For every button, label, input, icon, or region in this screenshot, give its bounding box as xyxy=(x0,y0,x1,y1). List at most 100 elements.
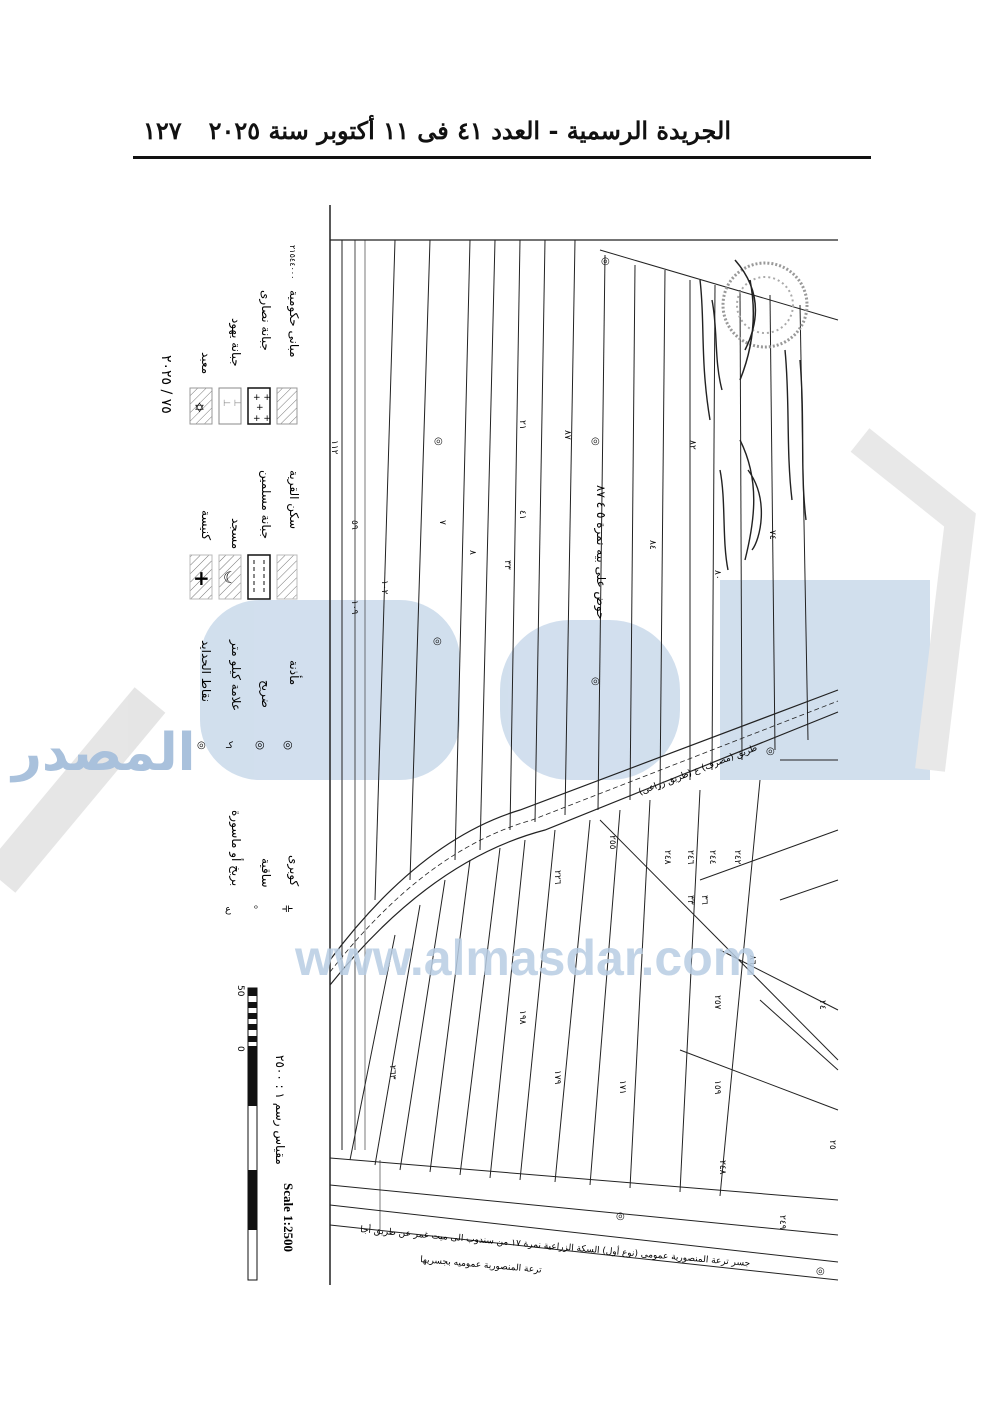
parcel-boundary xyxy=(719,779,761,1197)
legend-temple: معبد xyxy=(199,352,213,374)
parcel-boundary xyxy=(554,819,591,1183)
scale-label-english: Scale 1:2500 xyxy=(281,1183,296,1252)
corner-label: ٢١٥٤٤٠٠٠ xyxy=(288,245,297,279)
star-of-david-icon: ✡ xyxy=(194,401,205,416)
parcel-boundary xyxy=(699,829,839,881)
scale-label-arabic: مقياس رسم ١ : ٢٥٠٠ xyxy=(272,1055,287,1165)
parcel-number: ٨٧ xyxy=(562,430,572,440)
boundary-point-icon: ◎ xyxy=(433,636,442,647)
legend-muslim-cemetery: جبانة مسلمين xyxy=(258,470,273,539)
parcel-boundary xyxy=(599,819,839,1061)
legend-jewish-cemetery: جبانة يهود xyxy=(228,318,243,367)
parcel-number: ٢٥ xyxy=(827,1140,837,1150)
parcel-boundary xyxy=(739,289,743,761)
parcel-boundary xyxy=(564,239,576,816)
parcel-boundary xyxy=(759,999,839,1071)
parcel-number: ٣٦ xyxy=(699,895,709,905)
handwritten-reference: ٧٥ / ٢٠٢٥ xyxy=(158,355,174,414)
parcel-number: ٢٤٦ xyxy=(685,850,695,865)
legend-bridge: كوبرى xyxy=(286,855,301,887)
watermark-site: www.almasdar.com xyxy=(294,930,757,986)
parcel-boundary xyxy=(629,799,651,1189)
parcel-boundary xyxy=(509,239,521,831)
parcel-boundary xyxy=(409,239,431,881)
boundary-point-icon: ◎ xyxy=(816,1266,825,1277)
boundary-point-icon: ◎ xyxy=(434,436,443,447)
parcel-number: ١٧٩ xyxy=(552,1070,562,1085)
parcel-number: ٢٤٢ xyxy=(732,850,742,865)
parcel-boundary xyxy=(489,839,526,1179)
parcel-boundary xyxy=(454,239,471,861)
legend-pipe-culvert: بربخ أو ماسورة xyxy=(228,810,244,886)
parcel-boundary xyxy=(679,789,701,1193)
parcel-boundary xyxy=(534,239,546,823)
parcel-boundary xyxy=(779,879,839,901)
crescent-icon: ☾ xyxy=(223,568,237,587)
parcel-number: ٢٤٨ xyxy=(717,1160,727,1175)
parcel-number: ٣٣ xyxy=(502,560,512,570)
parcel-number: ٥٩ xyxy=(349,520,359,530)
boundary-point-icon: ◎ xyxy=(591,676,600,687)
boundary-point-icon: ◎ xyxy=(616,1211,625,1222)
culvert-icon: ع xyxy=(225,904,231,915)
legend-minaret: مأذنة xyxy=(287,660,303,685)
scale-bar xyxy=(247,987,258,1281)
parcel-number: ١٠٩ xyxy=(349,600,359,615)
parcel-boundary xyxy=(519,829,556,1181)
parcel-number: ١١٢ xyxy=(329,440,339,455)
parcel-number: ٧ xyxy=(437,520,447,525)
parcel-boundary xyxy=(429,859,471,1173)
parcel-number: ٢٥٥ xyxy=(607,835,617,850)
parcel-number: ٢١ xyxy=(517,420,527,430)
watermark-logo xyxy=(0,428,976,893)
parcel-number: ٢٤٩ xyxy=(777,1215,787,1230)
scale-tick-0: 0 xyxy=(235,1046,245,1052)
km-marker-icon: كـ xyxy=(225,741,234,751)
legend-waterwheel: ساقية xyxy=(259,858,273,888)
parcel-boundary xyxy=(374,904,421,1166)
legend-church: كنيسة xyxy=(199,510,213,540)
parcel-number: ٨٦ xyxy=(747,955,757,965)
map-legend: مبانى حكومية جبانة نصارى + +++ + جبانة ي… xyxy=(189,290,303,915)
parcel-boundary xyxy=(459,847,501,1176)
svg-text:⊢ ⊢: ⊢ ⊢ xyxy=(223,399,242,409)
header-rule xyxy=(133,156,871,159)
parcel-number: ٨٢ xyxy=(687,440,697,450)
minaret-icon: ◎ xyxy=(283,738,293,751)
page-header: الجريدة الرسمية - العدد ٤١ فى ١١ أكتوبر … xyxy=(133,112,871,152)
parcel-lines xyxy=(329,205,839,1285)
shrine-icon: ◎ xyxy=(255,738,265,751)
parcel-number: ٨٤ xyxy=(647,540,657,550)
parcel-boundary xyxy=(479,239,496,851)
boundary-point-icon: ◎ xyxy=(766,746,775,757)
watermark-logo-text: المصدر xyxy=(9,723,195,783)
parcel-boundary xyxy=(374,239,396,901)
parcel-number: ٨٠ xyxy=(712,570,722,580)
scale-tick-50: 50 xyxy=(235,985,245,997)
parcel-boundary xyxy=(599,249,839,321)
agricultural-road xyxy=(329,689,839,986)
basin-label: حوض على بيه نمرة ٥ ٤ ٨٧ xyxy=(593,485,608,620)
boundary-point-icon: ◎ xyxy=(591,436,600,447)
parcel-number: ٢٦٣ xyxy=(387,1065,397,1080)
parcel-number: ٢٤٤ xyxy=(707,850,717,865)
parcel-number: ١٩٨ xyxy=(517,1010,527,1025)
parcel-number: ٢٤٨ xyxy=(662,850,672,865)
canal-label: ترعة المنصورية عموميه بجسريها xyxy=(420,1255,543,1276)
boundary-point-icon: ◎ xyxy=(197,740,206,751)
parcel-boundary xyxy=(769,294,776,751)
parcel-boundary xyxy=(589,809,621,1186)
parcel-boundary xyxy=(629,264,636,801)
parcel-number: ١٠٢ xyxy=(379,580,389,595)
parcel-number: ٢٥٧ xyxy=(712,995,722,1010)
parcel-boundary xyxy=(719,949,839,1011)
handwritten-signature xyxy=(699,279,807,571)
canal-embankment xyxy=(329,1157,839,1281)
parcel-boundary xyxy=(659,269,666,791)
svg-text:+: + xyxy=(256,403,264,413)
parcel-number: ٤١ xyxy=(517,510,527,520)
parcel-boundary xyxy=(597,254,606,811)
parcel-number: ٧٤ xyxy=(767,530,777,540)
official-stamp xyxy=(721,259,809,381)
